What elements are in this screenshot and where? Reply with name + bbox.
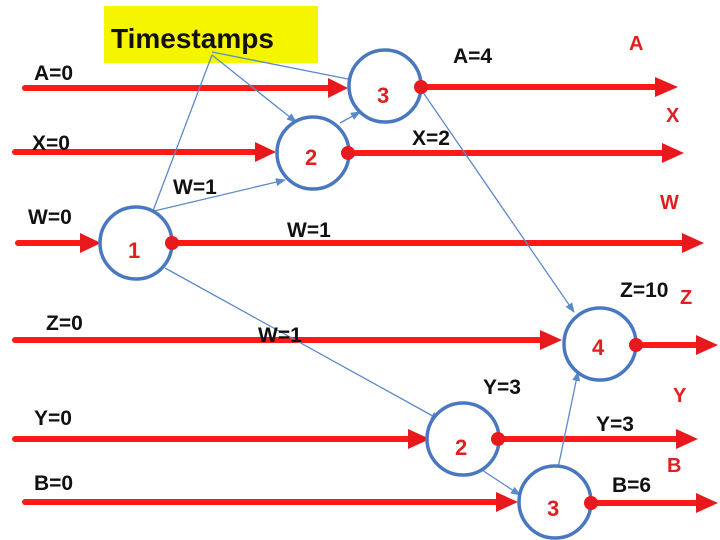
label-w1-c: W=1: [258, 324, 302, 347]
arrowhead-w-in: [80, 233, 101, 253]
arrowhead-z-in: [540, 330, 562, 350]
initial-x: X=0: [32, 132, 70, 155]
node-3-low-label: 3: [547, 496, 559, 521]
timestamps-label: Timestamps: [111, 23, 274, 54]
link-2-to-3: [339, 111, 361, 124]
timelines: [12, 84, 703, 506]
var-a: A: [629, 33, 643, 55]
node-2-low-label: 2: [455, 435, 467, 460]
var-z: Z: [680, 287, 692, 309]
var-y: Y: [673, 385, 687, 407]
nodes: [98, 48, 638, 540]
label-y3-b: Y=3: [596, 413, 634, 436]
label-b6: B=6: [612, 474, 651, 497]
link-3low-to-4: [557, 371, 581, 469]
var-b: B: [667, 455, 681, 477]
dot-node-2-low: [491, 432, 505, 446]
arrowhead-w-out: [682, 233, 704, 253]
timestamps-box: [104, 6, 318, 63]
ts-link-to-node-3: [211, 51, 359, 84]
initial-y: Y=0: [34, 407, 72, 430]
link-1-to-2low: [164, 267, 441, 421]
dot-node-2-mid: [341, 146, 355, 160]
initial-b: B=0: [34, 472, 73, 495]
output-dots: [165, 80, 643, 510]
node-1-label: 1: [128, 238, 140, 263]
arrowhead-b-in: [496, 492, 518, 512]
arrowhead-a-out: [655, 77, 678, 97]
link-1-to-2: [149, 178, 286, 213]
dot-node-1: [165, 236, 179, 250]
label-y3-a: Y=3: [483, 376, 521, 399]
arrowhead-y-in: [408, 429, 430, 449]
var-w: W: [660, 192, 679, 214]
arrowhead-z-out: [696, 335, 718, 355]
label-x2: X=2: [412, 127, 450, 150]
arrowheads: [80, 77, 718, 513]
initial-a: A=0: [34, 62, 73, 85]
dot-node-4: [629, 338, 643, 352]
ts-link-to-node-1: [141, 54, 213, 241]
node-3-top-label: 3: [377, 83, 389, 108]
node-4-label: 4: [592, 335, 605, 360]
arrowhead-x-out: [662, 143, 684, 163]
label-a4: A=4: [453, 45, 492, 68]
arrowhead-a-in: [328, 78, 348, 98]
arrowhead-x-in: [255, 142, 276, 162]
link-3-to-4: [419, 87, 575, 313]
label-w1-a: W=1: [173, 176, 217, 199]
label-z10: Z=10: [620, 279, 668, 302]
link-2low-to-3low: [481, 469, 521, 496]
var-x: X: [666, 105, 680, 127]
dot-node-3-top: [414, 80, 428, 94]
label-w1-b: W=1: [287, 219, 331, 242]
node-2-mid-label: 2: [305, 145, 317, 170]
ts-link-to-node-2: [211, 54, 297, 123]
initial-z: Z=0: [46, 312, 83, 335]
dot-node-3-low: [584, 496, 598, 510]
arrowhead-y-out: [676, 429, 698, 449]
dependency-links: [141, 51, 581, 496]
initial-w: W=0: [28, 206, 72, 229]
arrowhead-b-out: [696, 493, 718, 513]
